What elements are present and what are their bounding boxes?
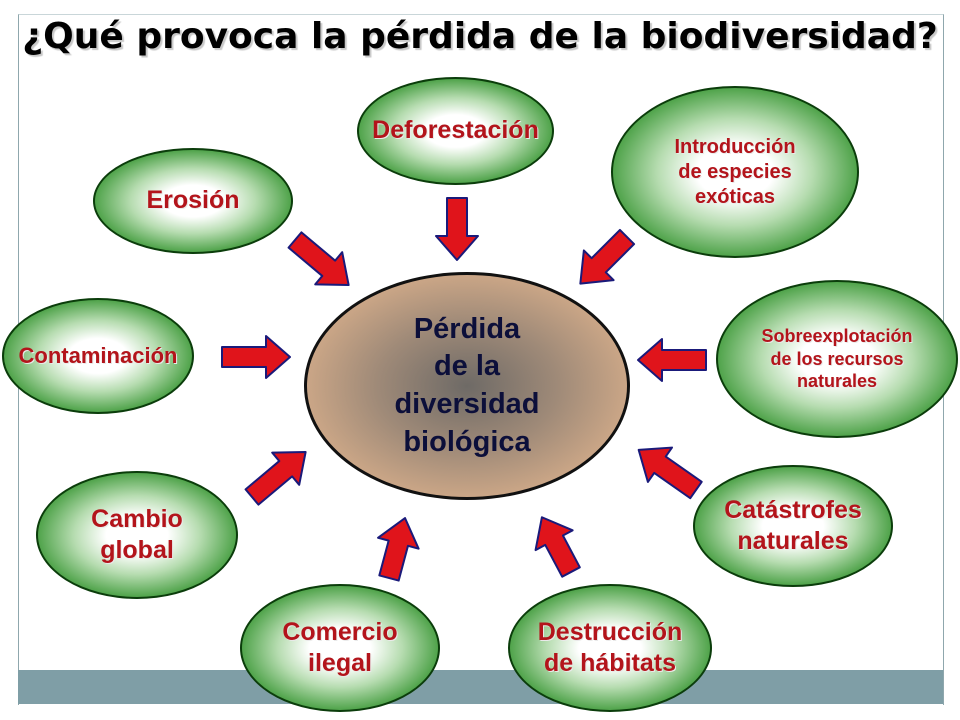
arrow-from-erosion: [287, 231, 350, 286]
arrow-from-sobreexplotacion: [637, 338, 707, 382]
node-catastrofes: Catástrofes naturales: [693, 465, 893, 587]
arrow-from-destruccion: [534, 516, 581, 578]
arrow-from-comercio: [377, 517, 420, 582]
node-destruccion: Destrucción de hábitats: [508, 584, 712, 712]
arrow-from-cambio: [244, 451, 307, 506]
node-label: Erosión: [146, 186, 240, 215]
node-label: Cambio global: [91, 504, 183, 564]
center-label: Pérdida de la diversidad biológica: [394, 312, 540, 458]
arrow-from-contaminacion: [221, 335, 291, 379]
arrow-from-deforestacion: [435, 197, 479, 261]
node-cambio: Cambio global: [36, 471, 238, 599]
node-sobreexplotacion: Sobreexplotación de los recursos natural…: [716, 280, 958, 438]
node-contaminacion: Contaminación: [2, 298, 194, 414]
center-node: Pérdida de la diversidad biológica: [304, 272, 630, 500]
node-deforestacion: Deforestación: [357, 77, 554, 185]
slide-title: ¿Qué provoca la pérdida de la biodiversi…: [22, 16, 938, 57]
node-erosion: Erosión: [93, 148, 293, 254]
node-introduccion: Introducción de especies exóticas: [611, 86, 859, 258]
node-label: Comercio ilegal: [282, 617, 398, 677]
node-label: Destrucción de hábitats: [537, 617, 683, 677]
node-label: Sobreexplotación de los recursos natural…: [761, 326, 913, 392]
node-label: Deforestación: [372, 116, 539, 145]
node-comercio: Comercio ilegal: [240, 584, 440, 712]
node-label: Catástrofes naturales: [724, 495, 862, 555]
arrow-from-introduccion: [579, 228, 636, 285]
arrow-from-catastrofes: [637, 446, 703, 500]
footer-bar: [18, 670, 943, 704]
node-label: Introducción de especies exóticas: [674, 135, 796, 208]
node-label: Contaminación: [18, 343, 178, 369]
